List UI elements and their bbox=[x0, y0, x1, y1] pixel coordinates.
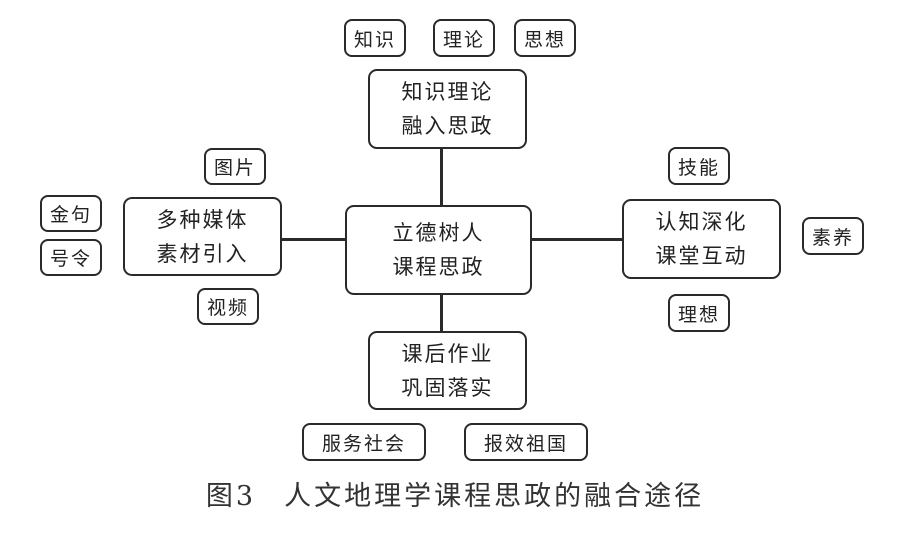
top-node: 知识理论 融入思政 bbox=[368, 69, 527, 149]
center-node: 立德树人 课程思政 bbox=[345, 205, 532, 295]
connector-bottom bbox=[440, 294, 443, 332]
left-node: 多种媒体 素材引入 bbox=[123, 197, 282, 276]
bottom-line1: 课后作业 bbox=[401, 341, 494, 366]
bottom-line2: 巩固落实 bbox=[401, 375, 494, 400]
figure-number: 图3 bbox=[205, 481, 257, 512]
tag-jinju: 金句 bbox=[40, 195, 102, 232]
tag-jineng: 技能 bbox=[668, 147, 730, 185]
tag-lilun: 理论 bbox=[433, 19, 495, 57]
tag-sixiang: 思想 bbox=[514, 19, 576, 57]
tag-lixiang: 理想 bbox=[668, 294, 730, 332]
tag-shipin: 视频 bbox=[197, 288, 259, 325]
tag-suyang: 素养 bbox=[802, 217, 864, 255]
tag-tupian: 图片 bbox=[204, 148, 266, 185]
figure-caption: 图3 人文地理学课程思政的融合途径 bbox=[0, 474, 910, 513]
right-line2: 课堂互动 bbox=[655, 244, 748, 268]
connector-right bbox=[531, 238, 623, 241]
figure-title: 人文地理学课程思政的融合途径 bbox=[284, 481, 705, 512]
center-line2: 课程思政 bbox=[392, 255, 485, 279]
top-line2: 融入思政 bbox=[401, 114, 494, 138]
right-node: 认知深化 课堂互动 bbox=[622, 199, 781, 279]
connector-top bbox=[440, 148, 443, 206]
top-line1: 知识理论 bbox=[401, 80, 494, 104]
center-line1: 立德树人 bbox=[392, 221, 485, 245]
tag-baoxiao-zuguo: 报效祖国 bbox=[464, 423, 588, 461]
tag-zhishi: 知识 bbox=[344, 19, 406, 57]
connector-left bbox=[282, 238, 346, 241]
left-line2: 素材引入 bbox=[156, 241, 249, 266]
tag-fuwu-shehui: 服务社会 bbox=[302, 423, 426, 461]
tag-haoling: 号令 bbox=[40, 239, 102, 276]
bottom-node: 课后作业 巩固落实 bbox=[368, 331, 527, 410]
right-line1: 认知深化 bbox=[655, 210, 748, 234]
left-line1: 多种媒体 bbox=[156, 207, 249, 232]
